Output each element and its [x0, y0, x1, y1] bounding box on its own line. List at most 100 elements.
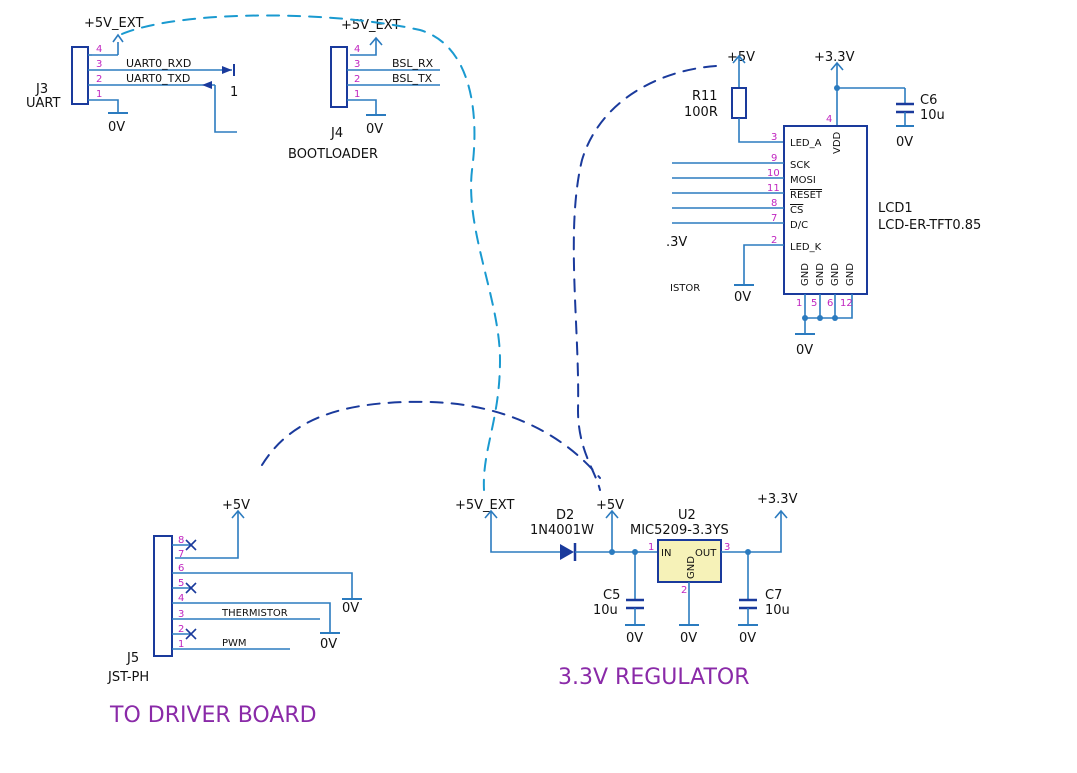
j3-ref-label: J3	[35, 82, 48, 97]
pin-number: 4	[354, 44, 360, 55]
j5-thermistor-label: THERMISTOR	[221, 608, 288, 619]
reg-mid-supply-label: +5V	[596, 498, 624, 513]
pin-number: 6	[178, 563, 184, 574]
pin-number: 8	[771, 198, 777, 209]
annotation-curve	[121, 14, 502, 491]
no-connect-icon	[185, 628, 197, 640]
pin-number: 7	[178, 549, 184, 560]
c7-value-label: 10u	[765, 603, 790, 618]
lcd-part-label: LCD-ER-TFT0.85	[878, 218, 981, 233]
pin-label: LED_A	[790, 138, 822, 149]
pin-number: 12	[840, 298, 853, 309]
pin-number: 7	[771, 213, 777, 224]
pin-number: 2	[681, 585, 687, 596]
pin-number: 3	[354, 59, 360, 70]
j3-name-label: UART	[26, 96, 60, 111]
lcd-module-body	[783, 125, 868, 295]
pin-number: 4	[96, 44, 102, 55]
pin-number: 3	[178, 609, 184, 620]
c7-ground-label: 0V	[739, 631, 756, 646]
connector-j5-jst-ph: +5V 8 7 6 5 4 3 2 1 THERMISTOR PWM 0V	[107, 498, 362, 685]
j3-ground-label: 0V	[108, 120, 125, 135]
c7-ref-label: C7	[765, 588, 782, 603]
j4-ground-label: 0V	[366, 122, 383, 137]
j4-name-label: BOOTLOADER	[288, 147, 378, 162]
net-fragment: .3V	[666, 235, 687, 250]
pin-number: 10	[767, 168, 780, 179]
power-arrow-icon	[112, 33, 124, 43]
net-fragment: 1	[230, 85, 238, 100]
d2-ref-label: D2	[556, 508, 574, 523]
junction-dot	[609, 549, 615, 555]
lcd-ref-label: LCD1	[878, 201, 913, 216]
pin-number: 1	[354, 89, 360, 100]
power-arrow-icon	[774, 509, 788, 519]
driver-section-title: TO DRIVER BOARD	[109, 703, 317, 728]
j5-ground-label: 0V	[320, 637, 337, 652]
c6-value-label: 10u	[920, 108, 945, 123]
pin-number: 9	[771, 153, 777, 164]
junction-dot	[802, 315, 808, 321]
c6-ground-label: 0V	[896, 135, 913, 150]
net-fragment: ISTOR	[670, 283, 700, 294]
j5-ref-label: J5	[126, 651, 139, 666]
pin-number: 2	[771, 235, 777, 246]
annotation-curve	[572, 65, 717, 491]
j4-rx-label: BSL_RX	[392, 57, 434, 70]
u2-part-label: MIC5209-3.3YS	[630, 523, 729, 538]
lcd-section: +5V R11 100R +3.3V C6 10u 0V LED_A SCK M…	[666, 50, 981, 358]
pin-number: 1	[648, 542, 654, 553]
c5-ref-label: C5	[603, 588, 620, 603]
diode-d2	[560, 544, 574, 560]
j3-txd-label: UART0_TXD	[126, 72, 190, 85]
pin-label: GND	[686, 556, 697, 579]
c6-ref-label: C6	[920, 93, 937, 108]
pin-number: 2	[354, 74, 360, 85]
lcd-vdd-supply-label: +3.3V	[814, 50, 855, 65]
r11-ref-label: R11	[692, 89, 718, 104]
no-connect-icon	[185, 582, 197, 594]
j4-header-body	[330, 46, 348, 108]
pin-label: GND	[830, 263, 841, 286]
pin-label: GND	[845, 263, 856, 286]
pin-number: 3	[96, 59, 102, 70]
reg-output-supply-label: +3.3V	[757, 492, 798, 507]
pin-label: MOSI	[790, 175, 816, 186]
pin-number: 5	[811, 298, 817, 309]
c5-ground-label: 0V	[626, 631, 643, 646]
j5-ground-label: 0V	[342, 601, 359, 616]
j5-pwm-label: PWM	[222, 638, 247, 649]
pin-label: D/C	[790, 220, 808, 231]
u2-ref-label: U2	[678, 508, 696, 523]
annotation-curve	[261, 400, 601, 479]
lcd-ground-label: 0V	[796, 343, 813, 358]
pin-label: CS	[790, 205, 803, 216]
connector-j3-uart: +5V_EXT 4 3 2 1 UART0_RXD UART0_TXD 1 0V…	[26, 16, 238, 135]
j5-supply-label: +5V	[222, 498, 250, 513]
pin-number: 2	[96, 74, 102, 85]
j4-ref-label: J4	[330, 126, 343, 141]
junction-dot	[832, 315, 838, 321]
pin-label: GND	[800, 263, 811, 286]
j3-rxd-label: UART0_RXD	[126, 57, 191, 70]
c5-value-label: 10u	[593, 603, 618, 618]
pin-number: 4	[826, 114, 832, 125]
j3-header-body	[71, 46, 89, 105]
reg-input-supply-label: +5V_EXT	[455, 498, 514, 513]
connector-j4-bootloader: +5V_EXT 4 3 2 1 BSL_RX BSL_TX 0V J4 BOOT…	[288, 18, 440, 162]
pin-number: 1	[178, 639, 184, 650]
resistor-r11	[731, 87, 747, 119]
j5-header-body	[153, 535, 173, 657]
txd-arrow-icon	[202, 81, 212, 89]
pin-number: 3	[771, 132, 777, 143]
j5-name-label: JST-PH	[107, 670, 149, 685]
j3-supply-label: +5V_EXT	[84, 16, 143, 31]
pin-label: SCK	[790, 160, 810, 171]
no-connect-icon	[185, 539, 197, 551]
pin-label: OUT	[695, 548, 717, 559]
pin-number: 5	[178, 578, 184, 589]
junction-dot	[834, 85, 840, 91]
pin-number: 8	[178, 535, 184, 546]
pin-label: VDD	[832, 131, 843, 154]
